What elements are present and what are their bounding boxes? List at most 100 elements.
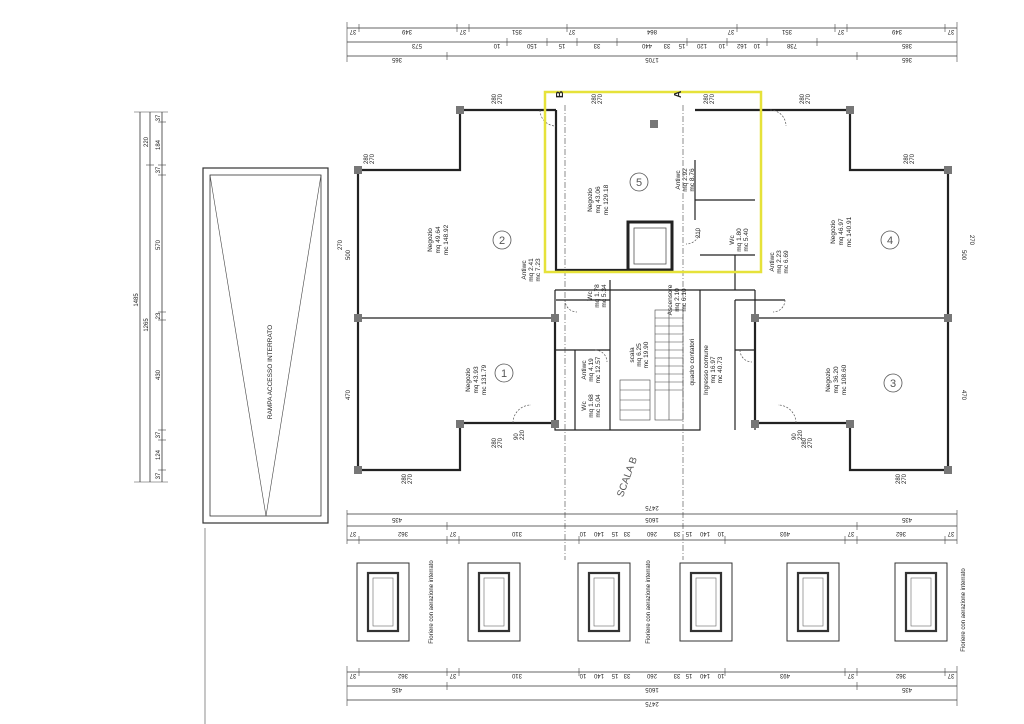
unit-2-label: Negozio mq 49.64 mc 148.92 bbox=[427, 224, 450, 255]
svg-text:mq 49.64: mq 49.64 bbox=[435, 226, 442, 253]
bottom2-dim-t: 37 bbox=[349, 672, 356, 678]
svg-text:Wc: Wc bbox=[581, 401, 588, 411]
top-dim-3-a: 37 bbox=[947, 28, 954, 34]
access-ramp: RAMPA ACCESSO INTERRATO bbox=[202, 167, 329, 724]
bottom2-dim-i: 140 bbox=[699, 672, 710, 678]
unit-number-2: 2 bbox=[492, 230, 512, 250]
unit-number-3: 3 bbox=[883, 373, 903, 393]
svg-text:Negozio: Negozio bbox=[465, 368, 472, 392]
unit-5-label: Negozio mq 43.06 mc 129.18 bbox=[587, 184, 610, 215]
svg-text:270: 270 bbox=[806, 93, 812, 104]
top-dim-3-e: 37 bbox=[727, 28, 734, 34]
svg-text:mc 5.04: mc 5.04 bbox=[595, 394, 602, 418]
planter bbox=[577, 562, 631, 642]
bottom2-dim-g: 493 bbox=[779, 672, 790, 678]
section-mark-a: A bbox=[673, 91, 684, 98]
top-dim-2-j: 33 bbox=[593, 42, 600, 48]
bottom1-dim-k: 15 bbox=[611, 530, 618, 536]
svg-text:mq 4.19: mq 4.19 bbox=[588, 358, 595, 382]
left-dim-124: 124 bbox=[156, 449, 162, 460]
bottom1-dim-b: 362 bbox=[895, 530, 906, 536]
svg-text:mc 131.79: mc 131.79 bbox=[481, 364, 488, 395]
svg-text:270: 270 bbox=[370, 153, 376, 164]
svg-text:Antiwc: Antiwc bbox=[581, 360, 588, 380]
bottom-dimension-strip-2: 2475 435 1605 435 37 362 37 493 10 140 1… bbox=[346, 666, 958, 706]
meter-panel-label: quadro contatori bbox=[689, 339, 696, 386]
svg-text:mq 43.06: mq 43.06 bbox=[595, 186, 602, 213]
bottom1-dim-s: 1605 bbox=[645, 516, 659, 522]
planter bbox=[679, 562, 733, 642]
svg-text:1: 1 bbox=[501, 368, 507, 380]
bottom1-dim-n: 310 bbox=[511, 530, 522, 536]
svg-text:280: 280 bbox=[402, 473, 408, 484]
room-wc-1: Wc mq 1.68 mc 5.04 bbox=[581, 394, 602, 418]
lift-label: Ascensore mq 2.10 mc 6.10 bbox=[667, 284, 688, 315]
left-dim-37a: 37 bbox=[156, 114, 162, 121]
svg-text:mc 8.76: mc 8.76 bbox=[689, 168, 696, 192]
planter-label-1: Fioriere con aerazione interrato bbox=[429, 560, 435, 644]
bottom2-dim-a: 435 bbox=[901, 686, 912, 692]
ramp-label: RAMPA ACCESSO INTERRATO bbox=[267, 325, 274, 419]
svg-text:Antiwc: Antiwc bbox=[769, 252, 776, 272]
planter bbox=[356, 562, 410, 642]
svg-text:280: 280 bbox=[492, 93, 498, 104]
bottom1-dim-h: 33 bbox=[673, 530, 680, 536]
bottom1-dim-u: 2475 bbox=[645, 504, 659, 510]
svg-text:280: 280 bbox=[802, 437, 808, 448]
svg-text:mq 1.78: mq 1.78 bbox=[594, 284, 601, 308]
svg-text:mc 5.34: mc 5.34 bbox=[601, 284, 608, 308]
left-dim-220: 220 bbox=[144, 136, 150, 147]
svg-text:2: 2 bbox=[499, 235, 505, 247]
bottom2-dim-total: 2475 bbox=[645, 700, 659, 706]
common-entrance-label: Ingresso comune mq 16.97 mc 40.73 bbox=[703, 345, 724, 395]
top-dim-2-l: 150 bbox=[526, 42, 537, 48]
top-dim-3-j: 349 bbox=[401, 28, 412, 34]
bottom2-dim-q: 310 bbox=[511, 672, 522, 678]
top-dim-2-a: 385 bbox=[901, 42, 912, 48]
top-dim-2-d: 162 bbox=[736, 42, 747, 48]
svg-text:mc 6.10: mc 6.10 bbox=[681, 288, 688, 312]
left-dim-37c: 37 bbox=[156, 431, 162, 438]
svg-text:Negozio: Negozio bbox=[830, 220, 837, 244]
bottom1-dim-i: 260 bbox=[646, 530, 657, 536]
side-dim-left-lower: 470 bbox=[346, 389, 352, 400]
svg-text:280: 280 bbox=[896, 473, 902, 484]
bottom1-dim-m: 10 bbox=[579, 530, 586, 536]
svg-text:Ascensore: Ascensore bbox=[667, 284, 674, 315]
building-walls bbox=[354, 105, 952, 560]
left-dim-570: 570 bbox=[156, 239, 162, 250]
bottom2-dim-o: 140 bbox=[593, 672, 604, 678]
svg-text:Wc: Wc bbox=[729, 235, 736, 245]
top-dim-2-e: 10 bbox=[718, 42, 725, 48]
left-dim-37b: 37 bbox=[156, 166, 162, 173]
svg-text:5: 5 bbox=[636, 177, 642, 189]
planter-label-2: Fioriere con aerazione interrato bbox=[646, 560, 652, 644]
svg-text:mc 7.23: mc 7.23 bbox=[535, 258, 542, 282]
unit-number-4: 4 bbox=[880, 230, 900, 250]
svg-text:3: 3 bbox=[890, 378, 896, 390]
top-dim-1-a: 365 bbox=[901, 56, 912, 62]
room-antiwc-5: Antiwc mq 2.92 mc 8.76 bbox=[675, 168, 696, 192]
room-wc-2: Wc mq 1.78 mc 5.34 bbox=[587, 284, 608, 308]
svg-text:270: 270 bbox=[598, 93, 604, 104]
bottom2-dim-f: 37 bbox=[847, 672, 854, 678]
side-dim-outer-lower: 270 bbox=[968, 235, 974, 246]
left-dim-23: 23 bbox=[156, 312, 162, 319]
planter bbox=[894, 562, 948, 642]
left-dim-sub: 1265 bbox=[144, 318, 150, 332]
top-dim-3-i: 37 bbox=[459, 28, 466, 34]
bottom2-dim-n: 15 bbox=[611, 672, 618, 678]
unit-1-label: Negozio mq 43.93 mc 131.79 bbox=[465, 364, 488, 395]
svg-text:mq 2.41: mq 2.41 bbox=[528, 258, 535, 282]
svg-text:mq 1.80: mq 1.80 bbox=[736, 228, 743, 252]
svg-text:220: 220 bbox=[798, 429, 804, 440]
unit-4-label: Negozio mq 46.97 mc 140.91 bbox=[830, 216, 853, 247]
bottom1-dim-f: 140 bbox=[699, 530, 710, 536]
svg-text:mq 1.68: mq 1.68 bbox=[588, 394, 595, 418]
top-dim-2-f: 120 bbox=[696, 42, 707, 48]
svg-text:mc 140.91: mc 140.91 bbox=[846, 216, 853, 247]
left-dimension-strip: 1485 1265 37 184 220 37 570 23 430 37 12… bbox=[134, 111, 168, 483]
svg-text:220: 220 bbox=[520, 429, 526, 440]
room-antiwc-1: Antiwc mq 4.19 mc 12.57 bbox=[581, 356, 602, 383]
top-dim-3-h: 351 bbox=[511, 28, 522, 34]
